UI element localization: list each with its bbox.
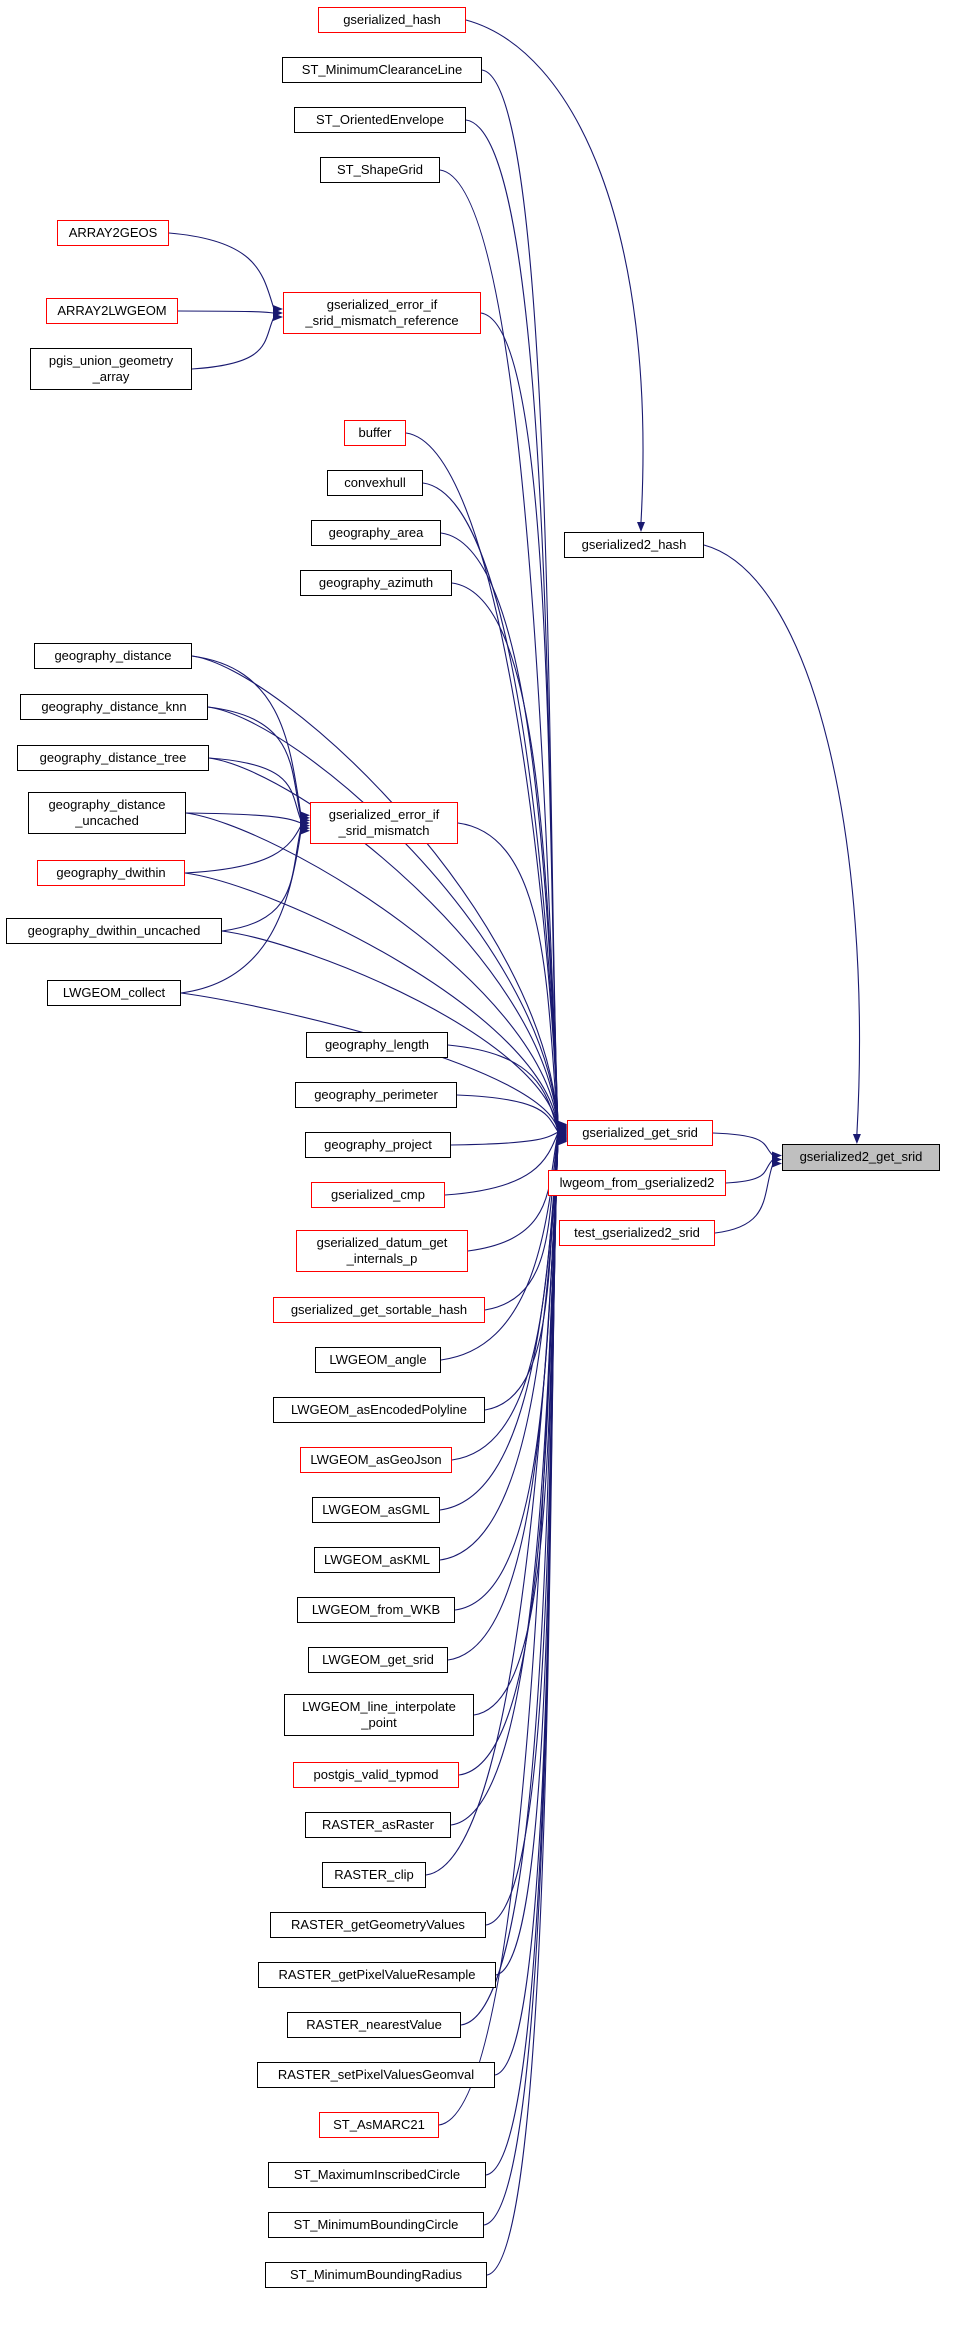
- node-gserialized_hash[interactable]: gserialized_hash: [318, 7, 466, 33]
- edge-geography_perimeter--gserialized_get_srid: [456, 1094, 559, 1132]
- edge-RASTER_nearestValue--gserialized_get_srid: [460, 1139, 559, 2026]
- edge-LWGEOM_asKML--gserialized_get_srid: [439, 1135, 559, 1561]
- edge-geography_distance_knn--gserialized_get_srid: [207, 706, 559, 1129]
- node-pgis_union_geometry_array[interactable]: pgis_union_geometry _array: [30, 348, 192, 390]
- node-RASTER_setPixelValuesGeomval[interactable]: RASTER_setPixelValuesGeomval: [257, 2062, 495, 2088]
- node-LWGEOM_collect[interactable]: LWGEOM_collect: [47, 980, 181, 1006]
- edge-geography_dwithin--gserialized_error_if_srid_mismatch: [184, 825, 302, 874]
- node-ARRAY2GEOS[interactable]: ARRAY2GEOS: [57, 220, 169, 246]
- edge-lwgeom_from_gserialized2--gserialized2_get_srid: [725, 1159, 774, 1184]
- node-geography_azimuth[interactable]: geography_azimuth: [300, 570, 452, 596]
- edge-buffer--gserialized_get_srid: [405, 432, 559, 1127]
- node-RASTER_nearestValue[interactable]: RASTER_nearestValue: [287, 2012, 461, 2038]
- node-gserialized_error_if_srid_mismatch[interactable]: gserialized_error_if _srid_mismatch: [310, 802, 458, 844]
- edge-LWGEOM_asGML--gserialized_get_srid: [439, 1135, 559, 1511]
- edge-geography_dwithin--gserialized_get_srid: [184, 872, 559, 1130]
- edge-geography_distance_uncached--gserialized_get_srid: [185, 812, 559, 1130]
- node-geography_dwithin[interactable]: geography_dwithin: [37, 860, 185, 886]
- node-geography_project[interactable]: geography_project: [305, 1132, 451, 1158]
- node-geography_length[interactable]: geography_length: [306, 1032, 448, 1058]
- edge-geography_distance_tree--gserialized_get_srid: [208, 757, 559, 1129]
- node-ARRAY2LWGEOM[interactable]: ARRAY2LWGEOM: [46, 298, 178, 324]
- edge-RASTER_getGeometryValues--gserialized_get_srid: [485, 1138, 559, 1926]
- node-gserialized_datum_get_internals_p[interactable]: gserialized_datum_get _internals_p: [296, 1230, 468, 1272]
- edge-ARRAY2LWGEOM--gserialized_error_if_srid_mismatch_reference: [177, 310, 275, 314]
- edge-test_gserialized2_srid--gserialized2_get_srid: [714, 1163, 774, 1234]
- node-ST_MinimumBoundingCircle[interactable]: ST_MinimumBoundingCircle: [268, 2212, 484, 2238]
- node-LWGEOM_asGeoJson[interactable]: LWGEOM_asGeoJson: [300, 1447, 452, 1473]
- arrowhead-icon: [300, 826, 310, 835]
- edge-gserialized_datum_get_internals_p--gserialized_get_srid: [467, 1132, 559, 1252]
- node-gserialized2_get_srid: gserialized2_get_srid: [782, 1144, 940, 1171]
- edge-geography_length--gserialized_get_srid: [447, 1044, 559, 1132]
- node-geography_dwithin_uncached[interactable]: geography_dwithin_uncached: [6, 918, 222, 944]
- edge-geography_area--gserialized_get_srid: [440, 532, 559, 1127]
- node-lwgeom_from_gserialized2[interactable]: lwgeom_from_gserialized2: [548, 1170, 726, 1196]
- edge-LWGEOM_collect--gserialized_error_if_srid_mismatch: [180, 830, 302, 994]
- node-ST_OrientedEnvelope[interactable]: ST_OrientedEnvelope: [294, 107, 466, 133]
- edge-convexhull--gserialized_get_srid: [422, 482, 559, 1127]
- node-geography_perimeter[interactable]: geography_perimeter: [295, 1082, 457, 1108]
- node-gserialized_error_if_srid_mismatch_reference[interactable]: gserialized_error_if _srid_mismatch_refe…: [283, 292, 481, 334]
- node-buffer[interactable]: buffer: [344, 420, 406, 446]
- node-geography_distance_uncached[interactable]: geography_distance _uncached: [28, 792, 186, 834]
- edge-ST_MinimumBoundingRadius--gserialized_get_srid: [486, 1141, 559, 2276]
- node-LWGEOM_asEncodedPolyline[interactable]: LWGEOM_asEncodedPolyline: [273, 1397, 485, 1423]
- node-RASTER_getGeometryValues[interactable]: RASTER_getGeometryValues: [270, 1912, 486, 1938]
- node-postgis_valid_typmod[interactable]: postgis_valid_typmod: [293, 1762, 459, 1788]
- edge-gserialized_get_srid--gserialized2_get_srid: [712, 1132, 774, 1156]
- node-convexhull[interactable]: convexhull: [327, 470, 423, 496]
- node-ST_MinimumBoundingRadius[interactable]: ST_MinimumBoundingRadius: [265, 2262, 487, 2288]
- node-LWGEOM_line_interpolate_point[interactable]: LWGEOM_line_interpolate _point: [284, 1694, 474, 1736]
- node-ST_MaximumInscribedCircle[interactable]: ST_MaximumInscribedCircle: [268, 2162, 486, 2188]
- node-geography_distance[interactable]: geography_distance: [34, 643, 192, 669]
- node-ST_AsMARC21[interactable]: ST_AsMARC21: [319, 2112, 439, 2138]
- node-RASTER_getPixelValueResample[interactable]: RASTER_getPixelValueResample: [258, 1962, 496, 1988]
- edge-geography_dwithin_uncached--gserialized_get_srid: [221, 930, 559, 1131]
- arrowhead-icon: [772, 1159, 782, 1168]
- arrowhead-icon: [557, 1137, 567, 1146]
- edge-geography_distance_uncached--gserialized_error_if_srid_mismatch: [185, 812, 302, 824]
- arrowhead-icon: [852, 1134, 861, 1144]
- node-gserialized_get_sortable_hash[interactable]: gserialized_get_sortable_hash: [273, 1297, 485, 1323]
- node-ST_ShapeGrid[interactable]: ST_ShapeGrid: [320, 157, 440, 183]
- node-geography_area[interactable]: geography_area: [311, 520, 441, 546]
- node-RASTER_asRaster[interactable]: RASTER_asRaster: [305, 1812, 451, 1838]
- node-test_gserialized2_srid[interactable]: test_gserialized2_srid: [559, 1220, 715, 1246]
- edge-pgis_union_geometry_array--gserialized_error_if_srid_mismatch_reference: [191, 316, 275, 370]
- node-LWGEOM_asGML[interactable]: LWGEOM_asGML: [312, 1497, 440, 1523]
- edge-geography_azimuth--gserialized_get_srid: [451, 582, 559, 1128]
- edge-gserialized2_hash--gserialized2_get_srid: [703, 544, 861, 1135]
- node-geography_distance_tree[interactable]: geography_distance_tree: [17, 745, 209, 771]
- arrowhead-icon: [637, 522, 645, 532]
- node-LWGEOM_angle[interactable]: LWGEOM_angle: [315, 1347, 441, 1373]
- edge-gserialized_error_if_srid_mismatch_reference--gserialized_get_srid: [480, 312, 559, 1126]
- edge-ARRAY2GEOS--gserialized_error_if_srid_mismatch_reference: [168, 232, 275, 310]
- edge-gserialized_hash--gserialized2_hash: [465, 19, 644, 523]
- edge-geography_project--gserialized_get_srid: [450, 1131, 559, 1146]
- node-LWGEOM_from_WKB[interactable]: LWGEOM_from_WKB: [297, 1597, 455, 1623]
- node-gserialized_get_srid[interactable]: gserialized_get_srid: [567, 1120, 713, 1146]
- node-gserialized2_hash[interactable]: gserialized2_hash: [564, 532, 704, 558]
- node-ST_MinimumClearanceLine[interactable]: ST_MinimumClearanceLine: [282, 57, 482, 83]
- node-LWGEOM_get_srid[interactable]: LWGEOM_get_srid: [308, 1647, 448, 1673]
- edge-geography_distance--gserialized_error_if_srid_mismatch: [191, 655, 302, 816]
- node-LWGEOM_asKML[interactable]: LWGEOM_asKML: [314, 1547, 440, 1573]
- arrowhead-icon: [273, 313, 283, 321]
- edge-ST_MinimumClearanceLine--gserialized_get_srid: [481, 69, 559, 1125]
- edge-geography_distance_tree--gserialized_error_if_srid_mismatch: [208, 757, 302, 821]
- edge-gserialized_error_if_srid_mismatch--gserialized_get_srid: [457, 822, 559, 1130]
- edge-geography_distance_knn--gserialized_error_if_srid_mismatch: [207, 706, 302, 818]
- edge-ST_MinimumBoundingCircle--gserialized_get_srid: [483, 1141, 559, 2226]
- edge-gserialized_cmp--gserialized_get_srid: [444, 1132, 559, 1196]
- edge-RASTER_clip--gserialized_get_srid: [425, 1138, 559, 1876]
- node-gserialized_cmp[interactable]: gserialized_cmp: [311, 1182, 445, 1208]
- node-geography_distance_knn[interactable]: geography_distance_knn: [20, 694, 208, 720]
- edge-ST_ShapeGrid--gserialized_get_srid: [439, 169, 559, 1126]
- edge-geography_dwithin_uncached--gserialized_error_if_srid_mismatch: [221, 828, 302, 932]
- node-RASTER_clip[interactable]: RASTER_clip: [322, 1862, 426, 1888]
